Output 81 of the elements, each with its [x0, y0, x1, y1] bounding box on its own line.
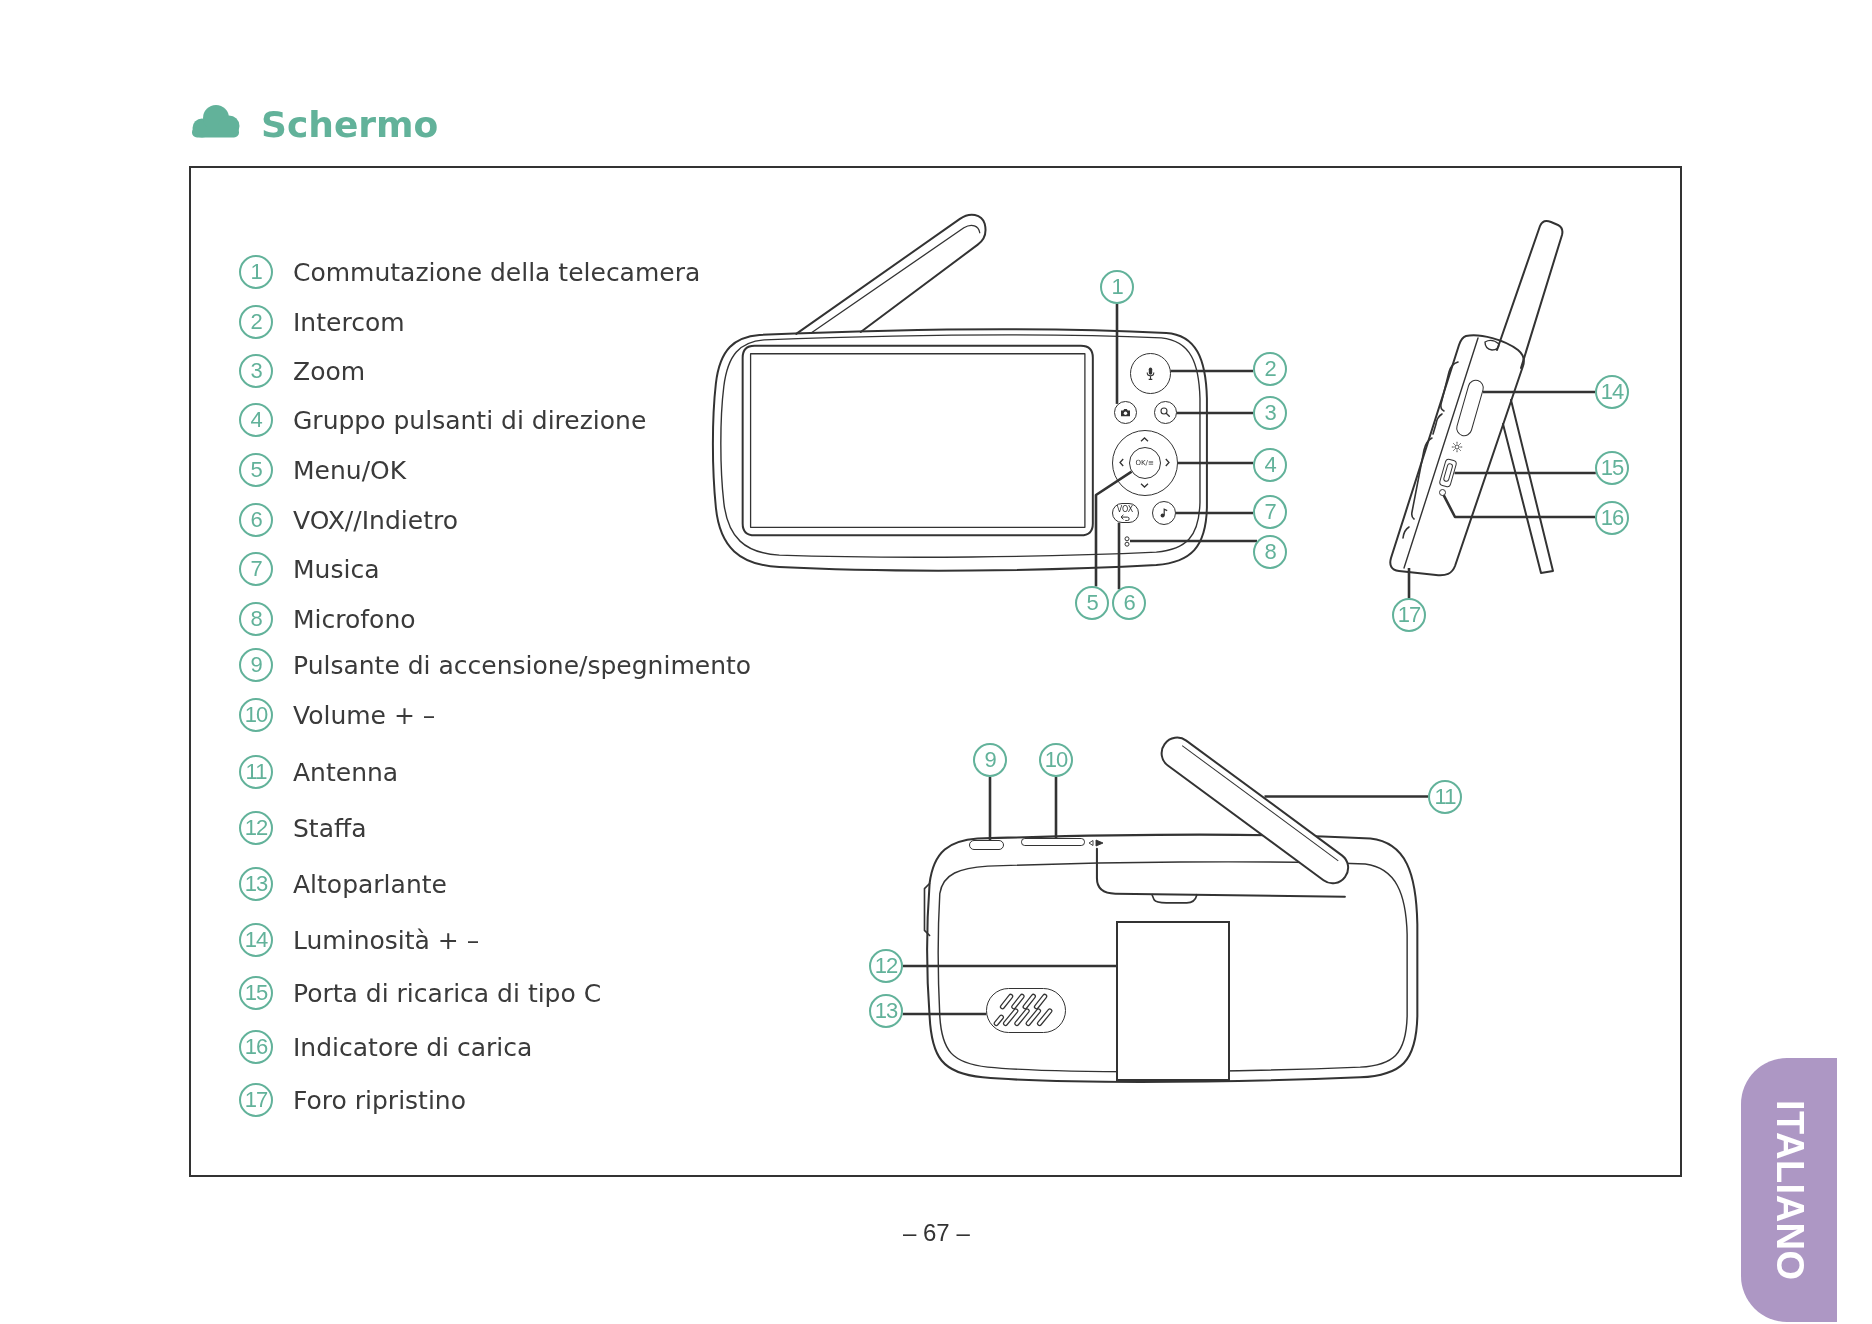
leader-line: [1442, 494, 1595, 519]
power-button: [969, 840, 1004, 850]
microphone-hole: [1124, 535, 1130, 547]
callout-number: 6: [239, 503, 273, 537]
callout-number: 8: [1253, 535, 1287, 569]
callout-number: 1: [239, 255, 273, 289]
zoom-button: [1153, 400, 1177, 424]
part-name: Volume + –: [293, 701, 436, 731]
callout-number: 16: [239, 1029, 273, 1064]
callout-number: 10: [239, 698, 273, 732]
callout-number: 17: [1392, 598, 1426, 632]
callout-number: 2: [239, 304, 273, 339]
page-number: – 67 –: [903, 1219, 970, 1247]
volume-button: [1021, 838, 1085, 846]
part-name: Luminosità + –: [293, 926, 480, 956]
part-name: Porta di ricarica di tipo C: [293, 979, 602, 1009]
leader-line: [1176, 511, 1253, 515]
leader-line: [988, 777, 992, 840]
leader-line: [903, 964, 1116, 968]
callout-number: 6: [1112, 586, 1146, 620]
microphone-button: [1129, 352, 1171, 394]
callout-number: 3: [239, 354, 273, 388]
callout-number: 3: [1253, 396, 1287, 430]
callout-number: 12: [239, 810, 273, 845]
leader-line: [1178, 461, 1254, 465]
part-name: Zoom: [293, 357, 366, 387]
leader-line: [1264, 795, 1428, 798]
callout-number: 15: [239, 976, 273, 1010]
callout-number: 13: [239, 867, 273, 901]
part-name: Pulsante di accensione/spegnimento: [293, 651, 752, 681]
callout-number: 7: [239, 552, 273, 586]
indicator-light: [1438, 488, 1446, 496]
part-name: Menu/OK: [293, 456, 407, 486]
part-name: Foro ripristino: [293, 1085, 466, 1116]
part-name: VOX//Indietro: [293, 506, 458, 536]
leader-line: [1054, 777, 1058, 839]
callout-number: 9: [239, 648, 273, 682]
callout-number: 8: [239, 601, 273, 636]
leader-line: [902, 1012, 987, 1016]
callout-number: 14: [1595, 375, 1629, 409]
callout-number: 5: [1075, 586, 1109, 620]
speaker-grille: [986, 987, 1066, 1033]
callout-number: 16: [1595, 501, 1629, 535]
callout-number: 4: [1253, 448, 1287, 482]
stand: [1116, 921, 1230, 1082]
leader-line: [1130, 539, 1257, 543]
callout-number: 4: [239, 403, 273, 437]
callout-number: 7: [1253, 495, 1287, 529]
vox-button: VOX: [1111, 503, 1139, 523]
leader-line: [1176, 411, 1253, 415]
leader-line: [1483, 390, 1595, 394]
leader-line: [1117, 522, 1121, 590]
callout-number: 13: [869, 994, 903, 1028]
part-name: Altoparlante: [293, 870, 447, 900]
callout-number: 10: [1039, 743, 1073, 777]
callout-number: 11: [1428, 779, 1462, 814]
callout-number: 17: [239, 1082, 273, 1117]
callout-number: 12: [869, 949, 903, 983]
leader-line: [1454, 471, 1596, 475]
callout-number: 11: [239, 754, 273, 789]
part-name: Microfono: [293, 604, 416, 635]
camera-switch-button: [1113, 400, 1137, 424]
music-button: [1152, 501, 1176, 525]
part-name: Indicatore di carica: [293, 1032, 533, 1063]
leader-line: [1094, 470, 1133, 587]
callout-number: 9: [973, 743, 1007, 777]
callout-number: 1: [1100, 270, 1134, 304]
part-name: Gruppo pulsanti di direzione: [293, 406, 647, 436]
usb-c-port: [1438, 457, 1458, 489]
language-tab: ITALIANO: [1741, 1058, 1837, 1322]
part-name: Intercom: [293, 307, 405, 338]
leader-line: [1407, 568, 1411, 598]
part-name: Musica: [293, 555, 380, 585]
callout-number: 2: [1253, 352, 1287, 386]
part-name: Commutazione della telecamera: [293, 258, 701, 288]
part-name: Staffa: [293, 813, 367, 844]
part-name: Antenna: [293, 757, 399, 788]
page-title: Schermo: [261, 105, 439, 145]
callout-number: 15: [1595, 451, 1629, 485]
callout-number: 5: [239, 453, 273, 487]
callout-number: 14: [239, 923, 273, 957]
